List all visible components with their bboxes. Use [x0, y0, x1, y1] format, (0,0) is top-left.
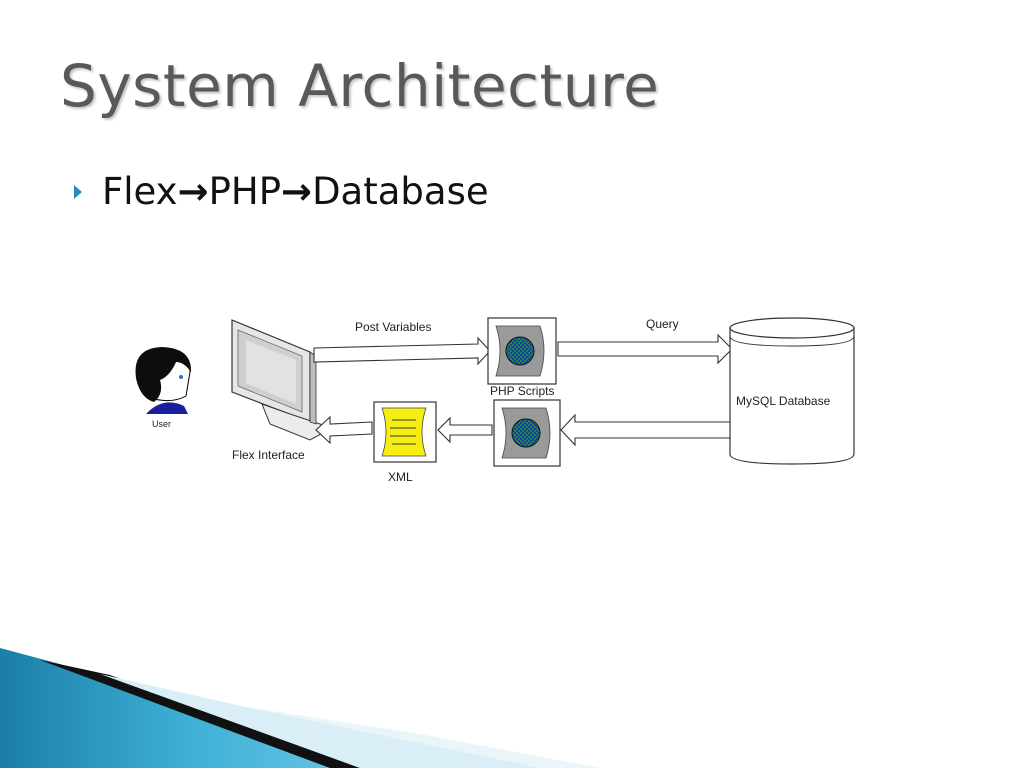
bullet-part-flex: Flex — [102, 170, 178, 213]
user-label: User — [152, 419, 171, 429]
post-variables-label: Post Variables — [355, 320, 431, 334]
php-scripts-icon-bottom — [493, 399, 561, 467]
xml-to-flex-arrow — [315, 415, 373, 445]
post-variables-arrow — [313, 336, 491, 366]
xml-document-icon — [373, 401, 437, 463]
slide-title: System Architecture — [60, 52, 660, 120]
database-cylinder-icon — [729, 317, 855, 465]
db-return-arrow — [560, 413, 731, 447]
bullet-text: Flex→PHP→Database — [102, 170, 489, 213]
mysql-database-label: MySQL Database — [736, 394, 831, 408]
php-scripts-label: PHP Scripts — [490, 384, 554, 398]
bullet-marker-icon — [74, 184, 82, 199]
xml-label: XML — [388, 470, 413, 484]
bullet-item: Flex→PHP→Database — [74, 170, 489, 213]
flex-interface-label: Flex Interface — [232, 448, 305, 462]
query-label: Query — [646, 317, 679, 331]
user-avatar-icon — [135, 347, 192, 414]
php-scripts-icon-top — [487, 317, 557, 385]
bullet-part-database: Database — [312, 170, 489, 213]
bullet-arrow-1: → — [177, 170, 209, 213]
bullet-part-php: PHP — [208, 170, 282, 213]
monitor-icon — [231, 319, 334, 441]
php-to-xml-arrow — [437, 416, 493, 444]
query-arrow — [557, 333, 733, 365]
bullet-arrow-2: → — [281, 170, 313, 213]
